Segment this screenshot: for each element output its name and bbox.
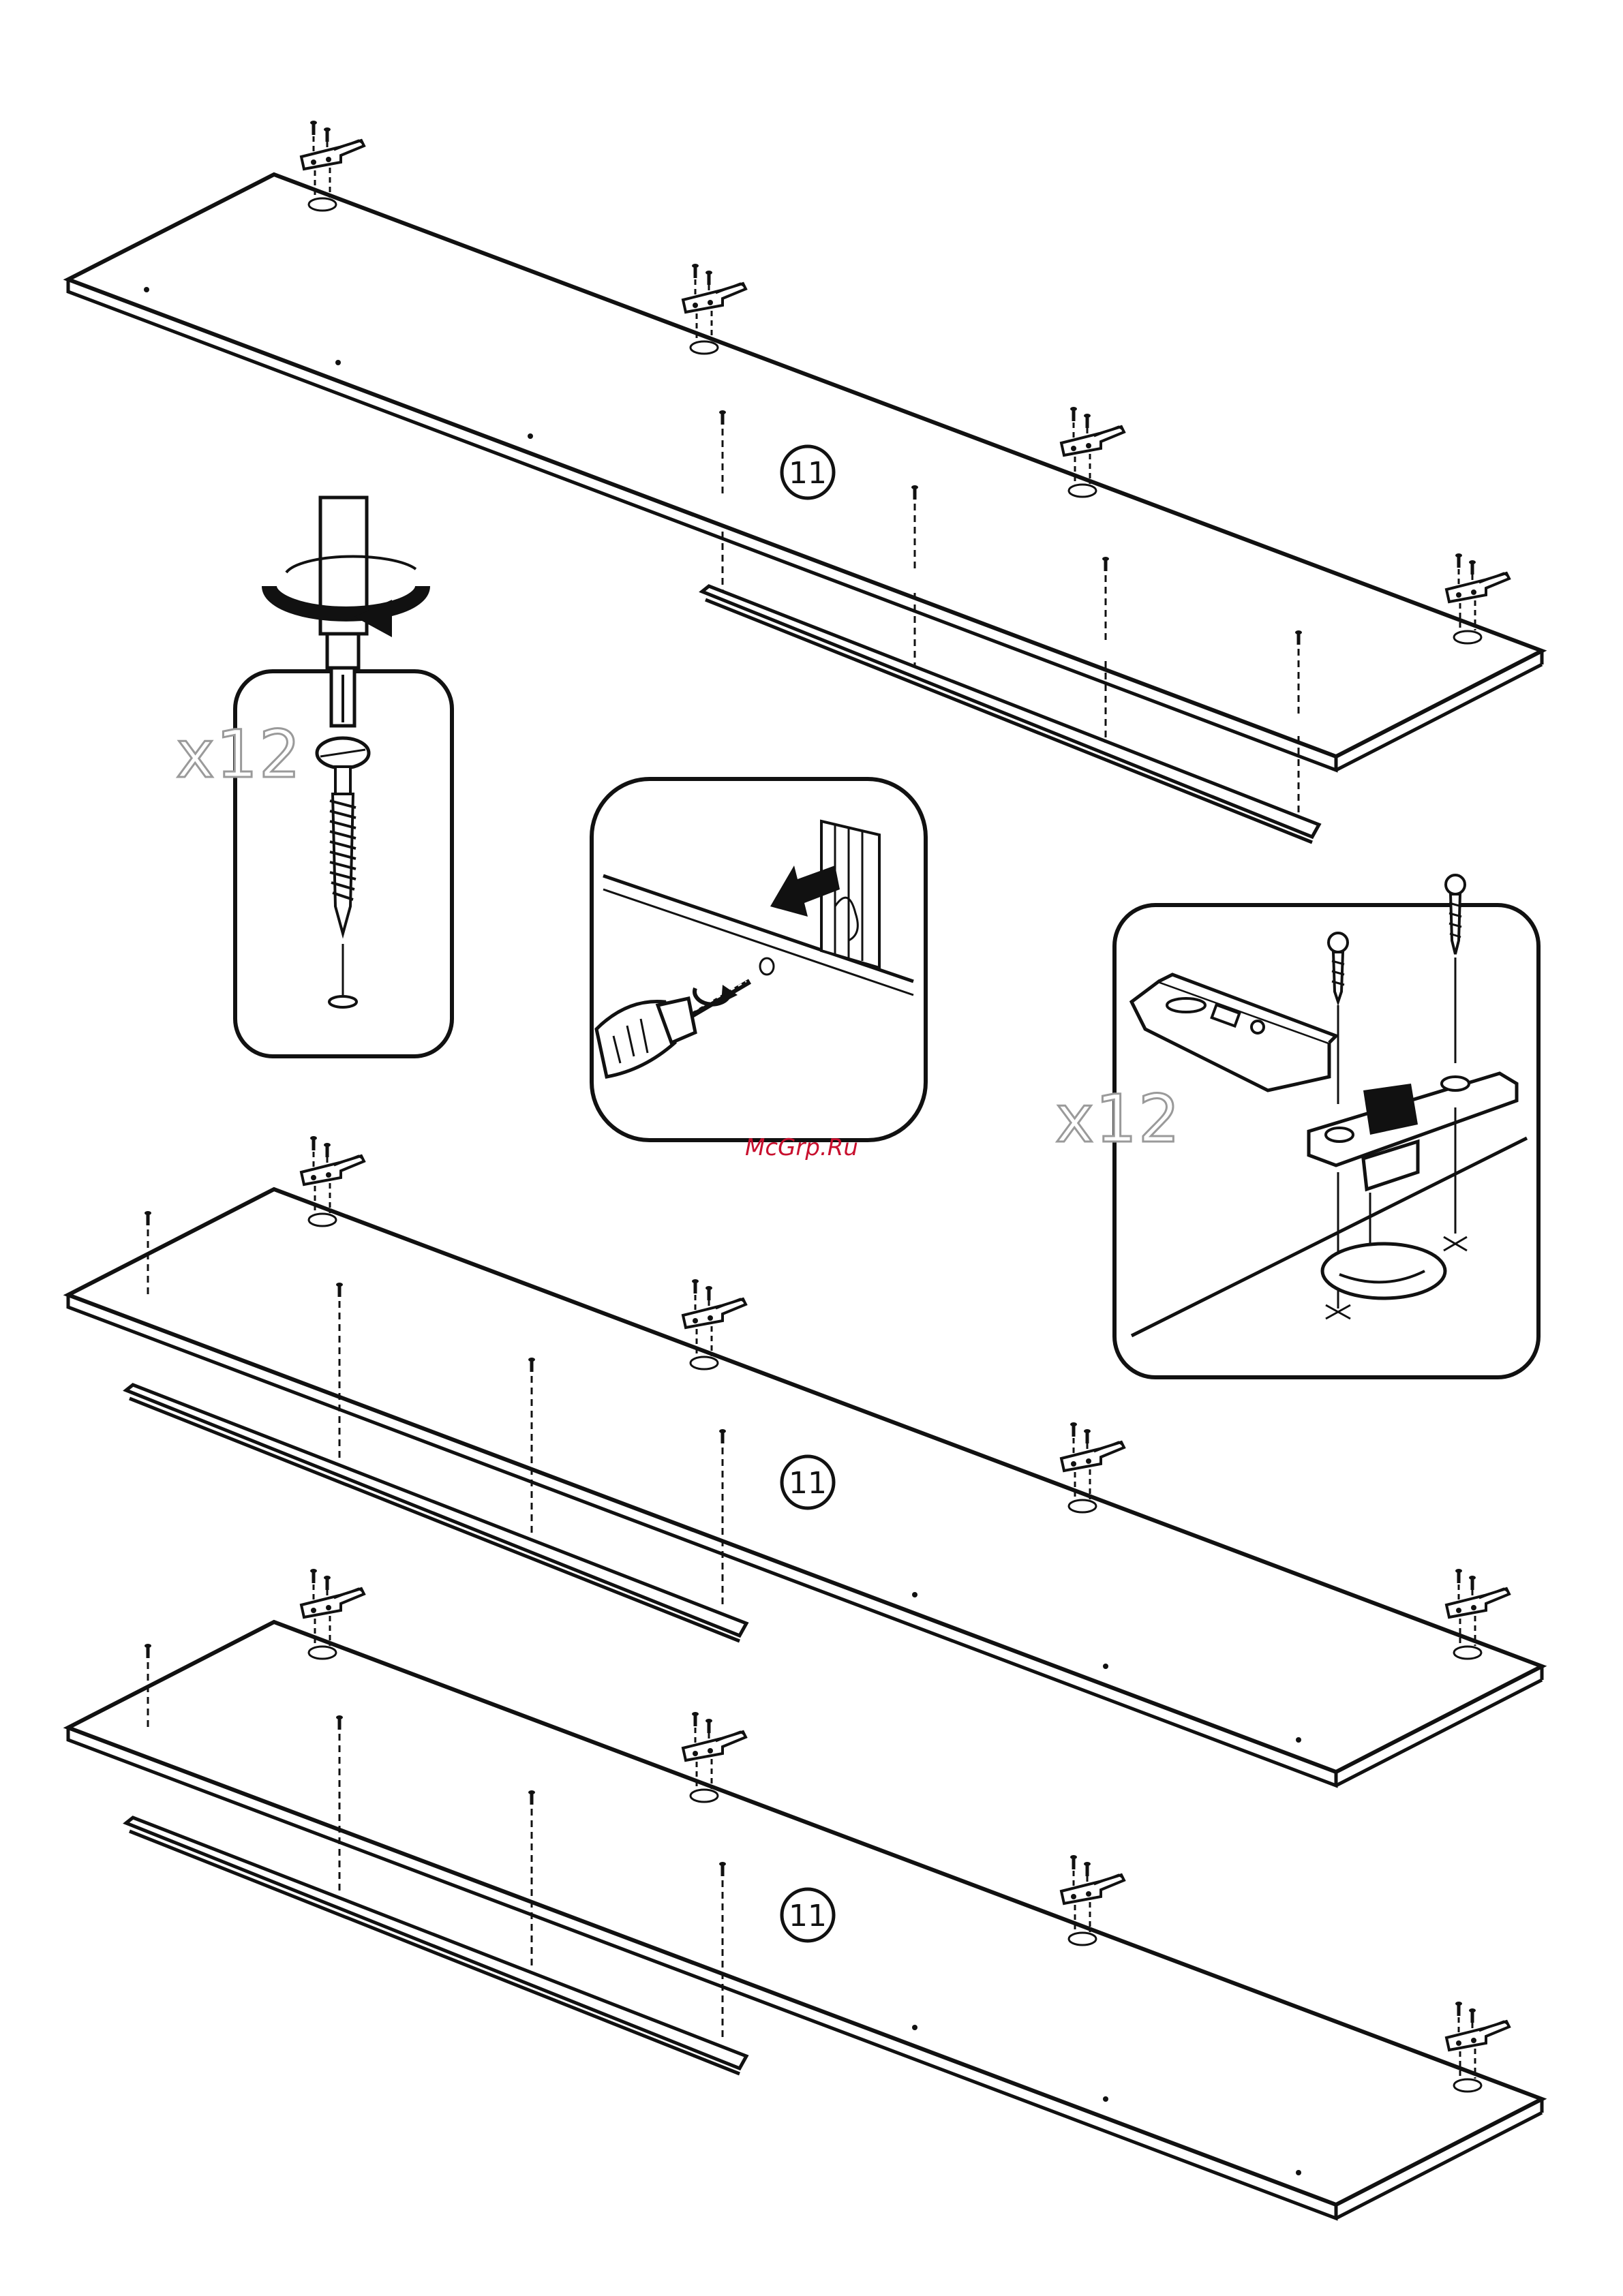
step-number-top: 11 [789,456,827,491]
step-number-bottom: 11 [789,1899,827,1933]
watermark: McGrp.Ru [745,1134,858,1161]
screw-count-label: x12 [176,716,302,793]
drill-detail [592,779,926,1140]
hinge-count-label: x12 [1055,1081,1181,1157]
step-marker-middle: 11 [782,1456,834,1508]
step-marker-top: 11 [782,446,834,498]
step-marker-bottom: 11 [782,1889,834,1941]
step-number-middle: 11 [789,1466,827,1501]
